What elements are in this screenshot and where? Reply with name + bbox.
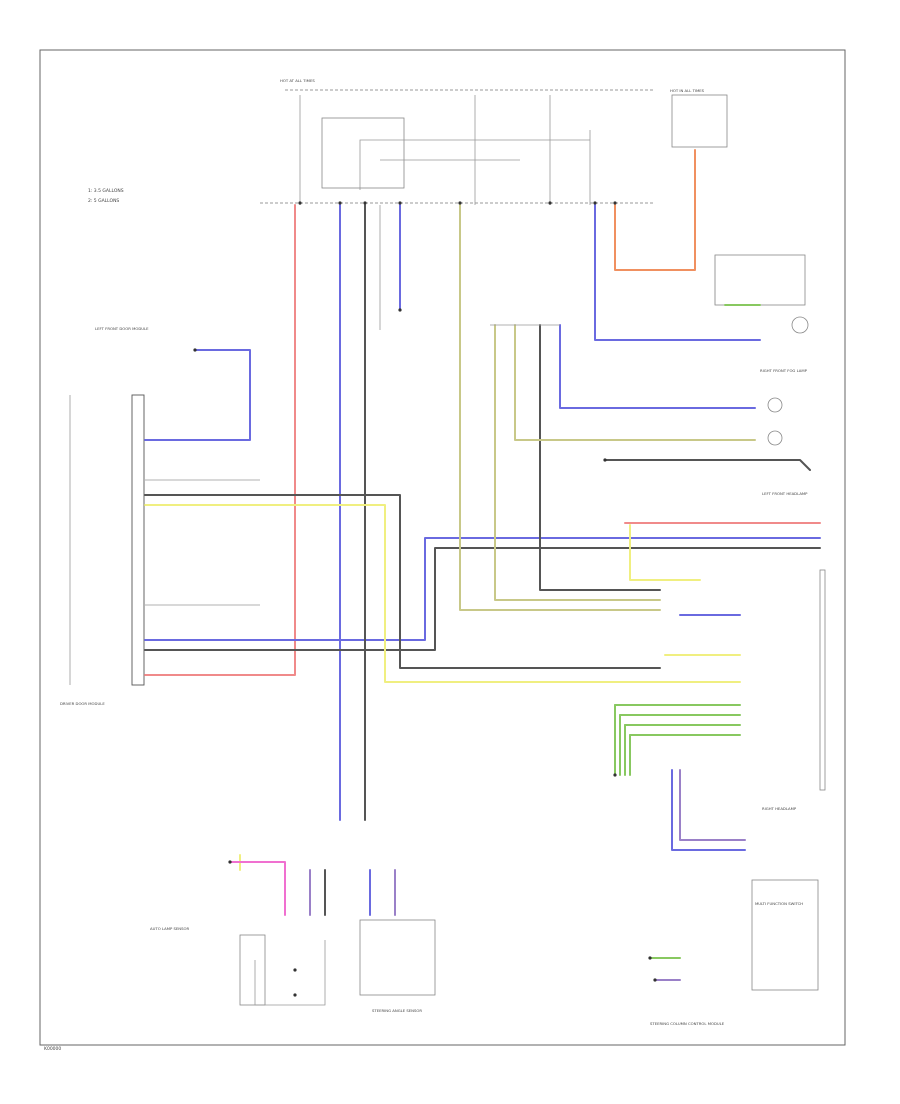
label-steering-sensor: STEERING ANGLE SENSOR (372, 1008, 422, 1013)
footer-code: K00000 (44, 1046, 61, 1052)
wire-olive-b (494, 324, 661, 601)
connector-circle-a (791, 316, 809, 334)
switch-module-box (751, 879, 819, 991)
wire-orange (614, 149, 696, 271)
steering-sensor-box (359, 919, 436, 996)
label-door-module: DRIVER DOOR MODULE (60, 701, 105, 706)
connector-dot (398, 308, 402, 312)
connector-dot (293, 968, 297, 972)
diagram-frame (39, 49, 846, 1046)
connector-dot (228, 860, 232, 864)
wire-gray-ground (604, 459, 811, 471)
auto-lamp-sensor-box (239, 934, 266, 1006)
wire-blue-right-upper (594, 204, 761, 341)
wire-gray-b (144, 547, 821, 651)
legend-line-1: 1: 3.5 GALLONS (88, 188, 124, 194)
splice-dot (593, 201, 597, 205)
connector-strip-right (819, 569, 826, 791)
connector-dot (193, 348, 197, 352)
fuse-box-top-right (671, 94, 728, 148)
label-right-front-lamp: RIGHT FRONT FOG LAMP (760, 368, 808, 373)
label-multi-function-switch: MULTI FUNCTION SWITCH (755, 901, 803, 906)
label-column-module: STEERING COLUMN CONTROL MODULE (650, 1021, 725, 1026)
lamp-circle-a (767, 397, 783, 413)
label-top-right: HOT IN ALL TIMES (670, 88, 705, 93)
wire-thin-9 (254, 940, 326, 1006)
wire-pink (229, 861, 286, 916)
wire-red-main (144, 204, 296, 676)
label-left-module: LEFT FRONT DOOR MODULE (95, 326, 149, 331)
relay-box (321, 117, 405, 189)
wire-thin-11 (359, 139, 590, 190)
connector-dot (653, 978, 657, 982)
connector-dot (293, 993, 297, 997)
splice-dot (363, 201, 367, 205)
wire-gray-a (144, 494, 661, 669)
wire-yellow-right (629, 524, 701, 581)
splice-dot (338, 201, 342, 205)
lamp-circle-b (767, 430, 783, 446)
wire-olive-c (459, 204, 661, 611)
splice-dot (398, 201, 402, 205)
connector-dot (613, 773, 617, 777)
label-left-front-lamp: LEFT FRONT HEADLAMP (762, 491, 808, 496)
label-top-center: HOT AT ALL TIMES (280, 78, 315, 83)
left-module-connector (131, 394, 145, 686)
wire-purple-lower-right (679, 769, 746, 841)
label-auto-lamp-sensor: AUTO LAMP SENSOR (150, 926, 190, 931)
wire-yellow-main (144, 504, 741, 683)
wire-blue-lower-right (671, 769, 746, 851)
legend-line-2: 2: 5 GALLONS (88, 198, 119, 204)
connector-dot (603, 458, 607, 462)
splice-dot (613, 201, 617, 205)
splice-dot (298, 201, 302, 205)
component-box-a (714, 254, 806, 306)
splice-dot (458, 201, 462, 205)
connector-dot (648, 956, 652, 960)
wire-blue-horizontal (144, 537, 821, 641)
wire-olive-lamp (514, 324, 756, 441)
label-right-headlamp: RIGHT HEADLAMP (762, 806, 797, 811)
splice-dot (548, 201, 552, 205)
wire-blue-left-loop (144, 349, 251, 441)
wire-gray-c (539, 324, 661, 591)
wire-blue-to-lamp (559, 324, 756, 409)
